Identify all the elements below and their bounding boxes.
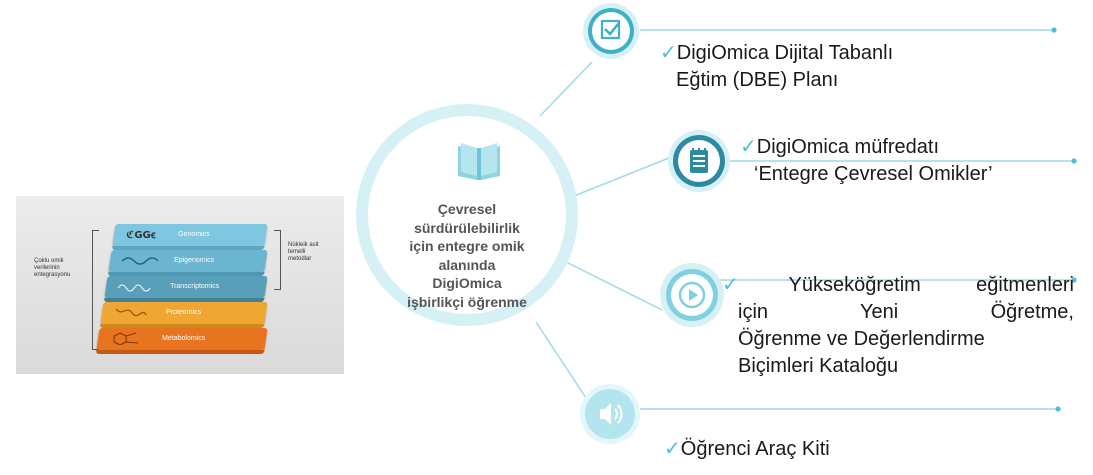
omics-left-label-line: verilerinin <box>34 265 60 271</box>
item-line: ‘Entegre Çevresel Omikler’ <box>754 163 993 185</box>
notepad-icon <box>673 135 725 187</box>
item-curriculum: ✓DigiOmica müfredatı ‘Entegre Çevresel O… <box>740 134 993 188</box>
play-icon <box>666 269 718 321</box>
center-title-line: işbirlikçi öğrenme <box>407 293 527 310</box>
item-line: ✓DigiOmica Dijital Tabanlı <box>660 40 893 67</box>
center-title-line: sürdürülebilirlik <box>414 219 520 236</box>
item-line: Eğtim (DBE) Planı <box>676 69 839 91</box>
molecule-icon <box>113 332 139 345</box>
omics-right-label: Nükleik asit temelli metodlar <box>288 242 319 263</box>
center-circle: Çevresel sürdürülebilirlik için entegre … <box>356 104 578 326</box>
item-dbe-plan: ✓DigiOmica Dijital Tabanlı Eğtim (DBE) P… <box>660 40 893 94</box>
omics-right-label-line: Nükleik asit <box>288 242 319 248</box>
layer-transcriptomics: Transcriptomics <box>103 276 268 302</box>
open-book-icon <box>458 143 500 180</box>
check-mark: ✓ <box>664 438 681 460</box>
protein-icon <box>115 308 147 317</box>
layer-epigenomics: Epigenomics <box>107 250 268 276</box>
item-line: ✓Yükseköğretim eğitmenleri <box>722 272 1074 299</box>
item-line: Biçimleri Kataloğu <box>738 355 899 377</box>
speaker-icon-badge <box>580 384 640 444</box>
layer-genomics: ℭGGꞓ Genomics <box>111 224 268 250</box>
svg-text:ℭGGꞓ: ℭGGꞓ <box>126 230 156 241</box>
item-catalogue: ✓Yükseköğretim eğitmenleri için Yeni Öğr… <box>722 272 1074 380</box>
checkbox-icon-badge <box>583 3 639 59</box>
rna-icon <box>117 284 151 292</box>
item-line: için Yeni Öğretme, <box>738 301 1074 323</box>
item-line-text: Öğrenci Araç Kiti <box>680 438 830 460</box>
item-line-text: DigiOmica müfredatı <box>756 136 940 158</box>
item-line: Öğrenme ve Değerlendirme <box>738 328 985 350</box>
item-line: ✓DigiOmica müfredatı <box>740 134 993 161</box>
check-mark: ✓ <box>740 136 757 158</box>
omics-right-label-line: temelli <box>288 249 306 255</box>
dna-sequence-icon: ℭGGꞓ <box>126 230 156 241</box>
item-student-toolkit: ✓Öğrenci Araç Kiti <box>664 436 830 463</box>
center-title-line: Çevresel <box>437 201 497 217</box>
check-mark: ✓ <box>722 274 789 296</box>
omics-layers-image: Çoklu omik verilerinin entegrasyonu Nükl… <box>16 196 344 374</box>
omics-left-label-line: Çoklu omik <box>34 258 64 264</box>
omics-right-bracket <box>274 230 281 290</box>
item-line-text: DigiOmica Dijital Tabanlı <box>676 42 894 64</box>
play-icon-badge <box>660 263 724 327</box>
center-title-line: için entegre omik <box>409 238 525 254</box>
center-title: Çevresel sürdürülebilirlik için entegre … <box>368 200 566 311</box>
layer-proteomics: Proteomics <box>99 302 268 328</box>
speaker-icon <box>585 389 635 439</box>
omics-left-label: Çoklu omik verilerinin entegrasyonu <box>34 258 70 279</box>
omics-right-label-line: metodlar <box>288 256 312 262</box>
omics-left-label-line: entegrasyonu <box>34 272 71 278</box>
center-title-line: DigiOmica <box>432 275 502 291</box>
item-line-text: Yükseköğretim eğitmenleri <box>788 274 1074 296</box>
omics-left-bracket <box>92 230 99 350</box>
helix-icon <box>121 257 159 265</box>
checkbox-icon <box>588 8 634 54</box>
notepad-icon-badge <box>668 130 730 192</box>
item-line: ✓Öğrenci Araç Kiti <box>664 436 830 463</box>
center-title-line: alanında <box>438 256 496 273</box>
check-mark: ✓ <box>660 42 677 64</box>
layer-metabolomics: Metabolomics <box>95 328 268 354</box>
